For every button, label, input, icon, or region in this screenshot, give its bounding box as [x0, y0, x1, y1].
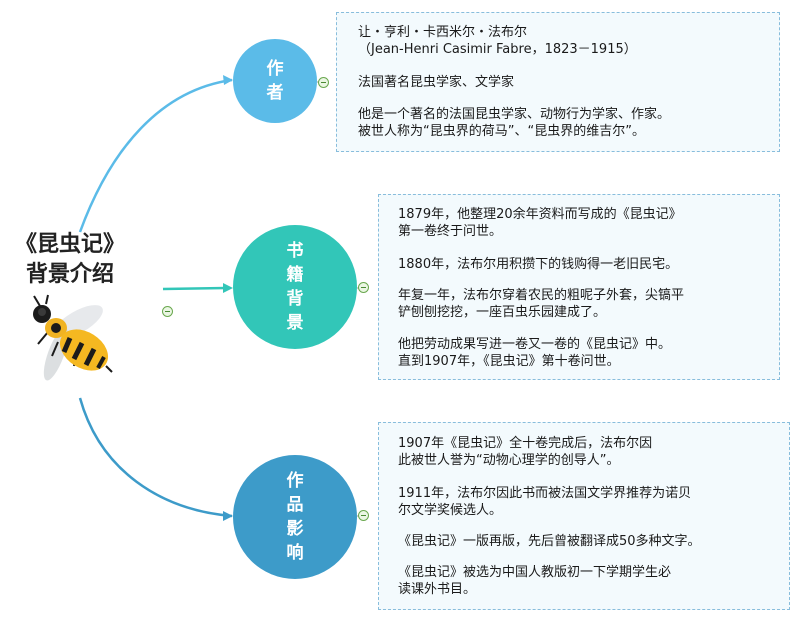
author-item: 让・亨利・卡西米尔・法布尔 （Jean-Henri Casimir Fabre，…	[358, 24, 637, 58]
background-item: 1880年，法布尔用积攒下的钱购得一老旧民宅。	[398, 256, 678, 273]
collapse-toggle-icon[interactable]	[318, 77, 329, 88]
influence-item: 《昆虫记》被选为中国人教版初一下学期学生必 读课外书目。	[398, 564, 671, 598]
author-item: 法国著名昆虫学家、文学家	[358, 74, 514, 91]
root-title-line1: 《昆虫记》	[0, 230, 140, 260]
root-title-line2: 背景介绍	[0, 260, 140, 290]
collapse-toggle-icon[interactable]	[162, 306, 173, 317]
background-item: 他把劳动成果写进一卷又一卷的《昆虫记》中。 直到1907年，《昆虫记》第十卷问世…	[398, 336, 671, 370]
collapse-toggle-icon[interactable]	[358, 282, 369, 293]
branch-label-background: 书籍背景	[285, 239, 305, 335]
background-item: 年复一年，法布尔穿着农民的粗呢子外套，尖镐平 铲刨刨挖挖，一座百虫乐园建成了。	[398, 287, 684, 321]
branch-label-author: 作者	[263, 57, 287, 105]
influence-item: 1907年《昆虫记》全十卷完成后，法布尔因 此被世人誉为“动物心理学的创导人”。	[398, 435, 652, 469]
background-item: 1879年，他整理20余年资料而写成的《昆虫记》 第一卷终于问世。	[398, 206, 682, 240]
author-item: 他是一个著名的法国昆虫学家、动物行为学家、作家。 被世人称为“昆虫界的荷马”、“…	[358, 106, 670, 140]
bee-icon	[18, 292, 118, 392]
branch-node-author[interactable]: 作者	[233, 39, 317, 123]
influence-item: 1911年，法布尔因此书而被法国文学界推荐为诺贝 尔文学奖候选人。	[398, 485, 691, 519]
collapse-toggle-icon[interactable]	[358, 510, 369, 521]
root-title: 《昆虫记》 背景介绍	[0, 230, 140, 290]
influence-item: 《昆虫记》一版再版，先后曾被翻译成50多种文字。	[398, 533, 701, 550]
branch-label-influence: 作品影响	[285, 469, 305, 565]
branch-node-influence[interactable]: 作品影响	[233, 455, 357, 579]
branch-node-background[interactable]: 书籍背景	[233, 225, 357, 349]
